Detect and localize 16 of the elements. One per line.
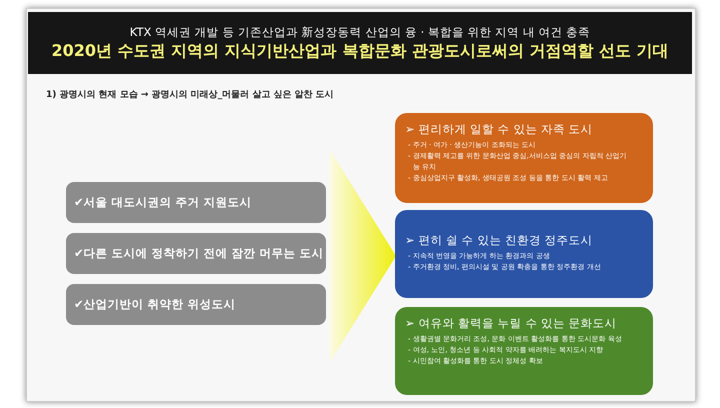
title: 2020년 수도권 지역의 지식기반산업과 복합문화 관광도시로써의 거점역할 선도 기대 [51,40,669,62]
subtitle: KTX 역세권 개발 등 기존산업과 新성장동력 산업의 융 · 복합을 위한 지역 내 여건 충족 [130,24,590,40]
status-box [66,233,326,274]
box-heading: ➢ 여유와 활력을 누릴 수 있는 문화도시 [405,315,618,332]
box-heading: ➢ 편리하게 일할 수 있는 자족 도시 [405,121,594,138]
box-label: ✔서울 대도시권의 주거 지원도시 [74,195,252,210]
vision-box [395,113,653,203]
status-box [66,284,326,325]
section-heading: 1) 광명시의 현재 모습 → 광명시의 미래상_머물러 살고 싶은 알찬 도시 [46,89,334,101]
vision-box [395,307,653,395]
box-label: ✔다른 도시에 정착하기 전에 잠깐 머무는 도시 [74,246,324,261]
vision-box [395,210,653,298]
box-heading: ➢ 편히 쉴 수 있는 친환경 정주도시 [405,232,594,249]
status-box [66,182,326,223]
header-banner [28,12,692,74]
box-label: ✔산업기반이 취약한 위성도시 [74,297,236,312]
